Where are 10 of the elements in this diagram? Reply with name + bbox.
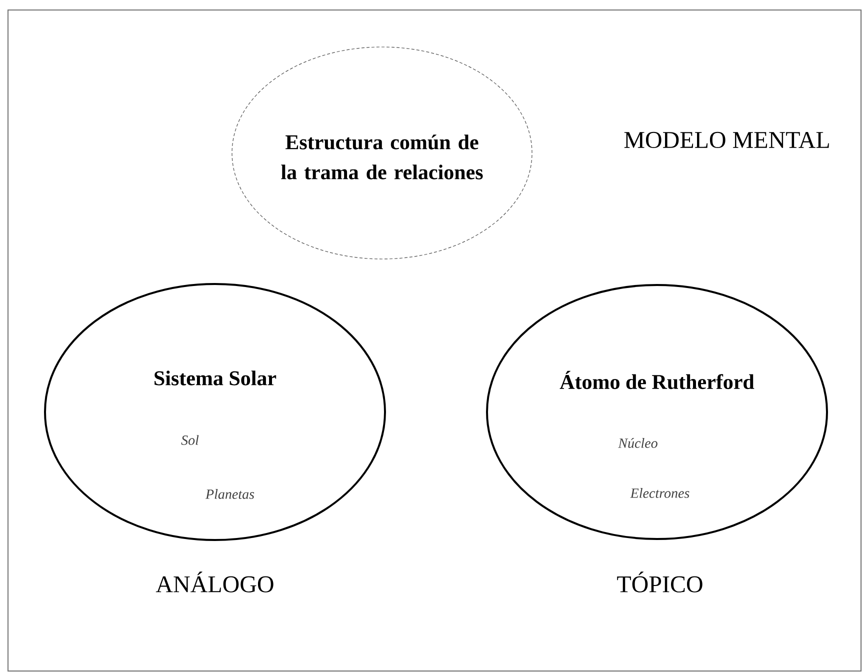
ellipse-title: Átomo de Rutherford — [560, 370, 754, 390]
item-text: Núcleo — [618, 438, 658, 448]
side-label: TÓPICO — [617, 572, 702, 592]
ellipse-title: Sistema Solar — [154, 370, 276, 386]
item-text: Planetas — [205, 489, 254, 499]
item-text: Electrones — [630, 488, 690, 498]
side-label: MODELO MENTAL — [624, 132, 829, 148]
side-label: ANÁLOGO — [156, 572, 274, 592]
ellipse-title: Estructura común de la trama de relaciones — [281, 134, 483, 180]
item-text: Sol — [181, 435, 199, 445]
